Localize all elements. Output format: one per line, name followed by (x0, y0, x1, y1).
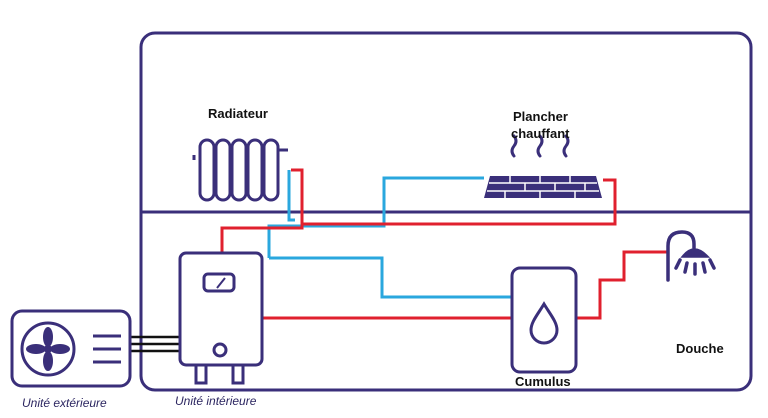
water-drop-icon (529, 301, 559, 345)
floor-heating-icon (484, 134, 602, 198)
fan-icon (20, 321, 76, 377)
refrigerant-link (129, 335, 181, 353)
outdoor-unit-caption: Unité extérieure (22, 396, 107, 410)
indoor-unit (178, 251, 264, 385)
shower-label: Douche (676, 341, 724, 356)
water-heater (510, 266, 578, 374)
floor-heating-label-line2: chauffant (511, 126, 570, 141)
radiator-icon (192, 138, 288, 202)
boiler-icon (178, 251, 264, 385)
water-heater-label: Cumulus (515, 374, 571, 389)
indoor-unit-caption: Unité intérieure (175, 394, 257, 408)
radiator-label: Radiateur (208, 106, 268, 121)
outdoor-unit (10, 309, 132, 388)
cold-pipes (267, 170, 512, 299)
hot-pipes (220, 168, 668, 320)
floor-heating-label-line1: Plancher (513, 109, 568, 124)
shower-icon (666, 230, 716, 282)
